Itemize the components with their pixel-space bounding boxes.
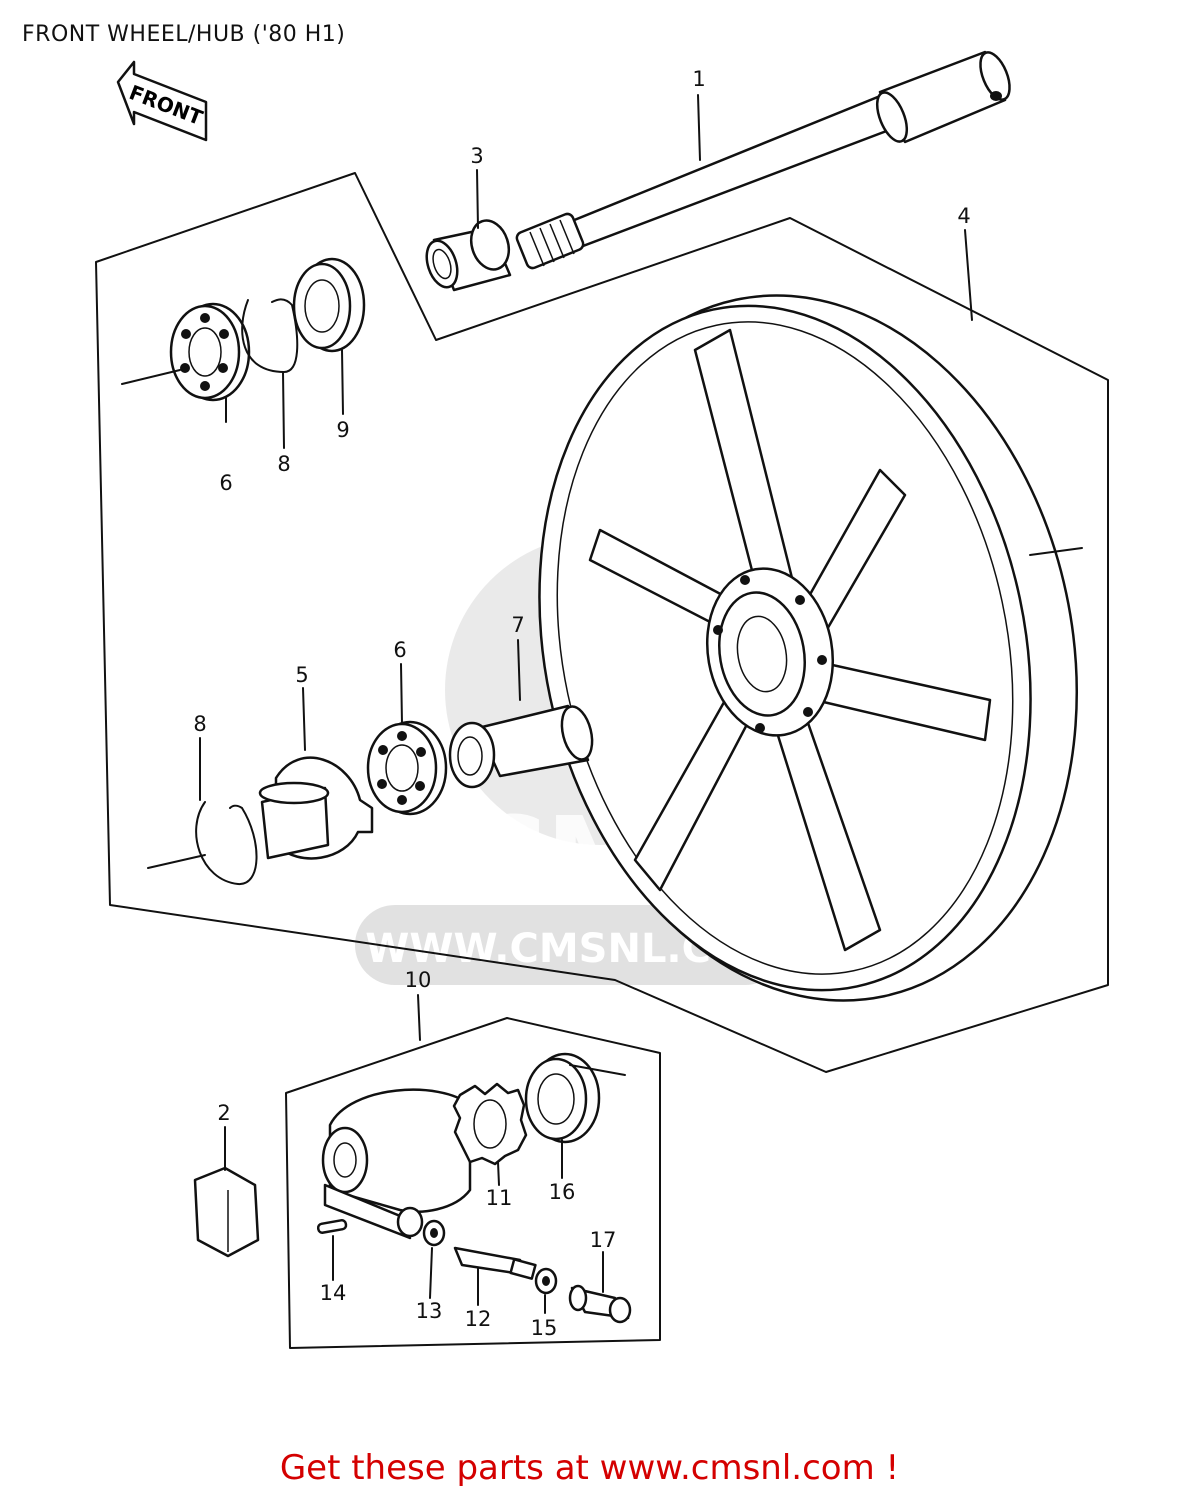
callout-13: 13: [416, 1299, 443, 1323]
callout-6-top: 6: [219, 471, 232, 495]
callout-1: 1: [692, 67, 705, 91]
circlip-top: [241, 298, 299, 373]
callout-4: 4: [957, 204, 970, 228]
bushing-17: [568, 1284, 632, 1324]
callout-8-top: 8: [277, 452, 290, 476]
callout-8-lower: 8: [193, 712, 206, 736]
distance-collar: [448, 704, 594, 789]
callout-11: 11: [486, 1186, 513, 1210]
pinion-gear: [453, 1246, 537, 1280]
oil-seal-top: [292, 257, 366, 353]
diagram-title: FRONT WHEEL/HUB ('80 H1): [22, 22, 346, 47]
callout-2: 2: [217, 1101, 230, 1125]
speedometer-oil-seal: [524, 1052, 601, 1144]
callout-5: 5: [295, 663, 308, 687]
assembly-frames: [95, 172, 1109, 1349]
wheel-bearing-top: [169, 302, 251, 402]
speedometer-gear-housing: [321, 1088, 472, 1240]
axle-collar: [425, 219, 512, 292]
speedometer-drive-gear: [452, 1082, 528, 1166]
cast-wheel: [538, 294, 1078, 1002]
callout-17: 17: [590, 1228, 617, 1252]
callout-9: 9: [336, 418, 349, 442]
callout-16: 16: [549, 1180, 576, 1204]
hub-cover-plate: [258, 756, 374, 860]
footer-link-text[interactable]: Get these parts at www.cmsnl.com !: [279, 1448, 900, 1488]
front-axle: [515, 50, 1011, 270]
leader-lines: [121, 94, 1083, 1314]
callout-6-lower: 6: [393, 638, 406, 662]
callout-7: 7: [511, 613, 524, 637]
callout-12: 12: [465, 1307, 492, 1331]
callout-15: 15: [531, 1316, 558, 1340]
callout-3: 3: [470, 144, 483, 168]
callout-labels: 1 2 3 4 5 6 6 7 8 8 9 10 11 12 13 14 15 …: [193, 67, 970, 1340]
front-arrow-icon: FRONT: [116, 60, 208, 142]
callout-14: 14: [320, 1281, 347, 1305]
wheel-bearing-lower: [366, 720, 448, 816]
axle-nut: [193, 1166, 260, 1258]
pin-14: [316, 1219, 348, 1234]
circlip-lower: [195, 801, 258, 886]
callout-10: 10: [405, 968, 432, 992]
